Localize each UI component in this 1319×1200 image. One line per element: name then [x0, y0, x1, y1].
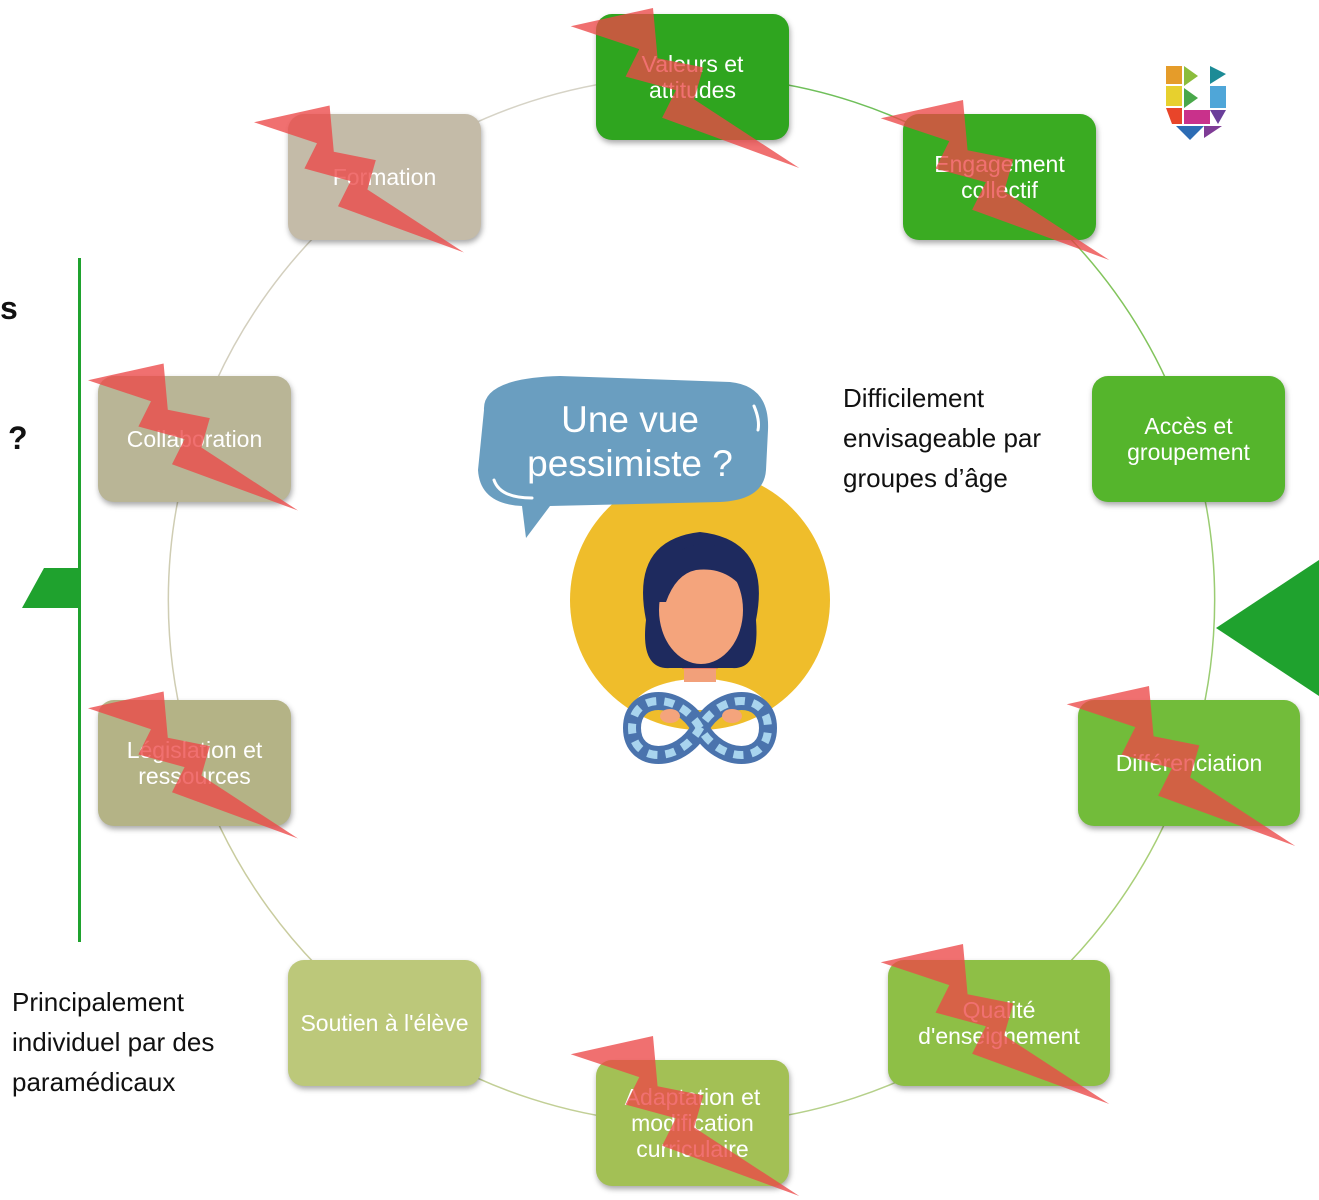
university-logo — [1166, 66, 1226, 140]
avatar-illustration — [478, 376, 830, 764]
node-engagement-collectif: Engagement collectif — [903, 114, 1096, 240]
node-collaboration: Collaboration — [98, 376, 291, 502]
cut-text-fragment: s — [0, 290, 18, 326]
green-arrow-shape — [1216, 559, 1319, 697]
note-acces: Difficilement envisageable par groupes d… — [843, 383, 1042, 493]
node-valeurs-attitudes: Valeurs et attitudes — [596, 14, 789, 140]
green-flag-shape — [22, 568, 80, 608]
node-differenciation: Différenciation — [1078, 700, 1300, 826]
node-acces-groupement: Accès et groupement — [1092, 376, 1285, 502]
node-adaptation-curriculaire: Adaptation et modification curriculaire — [596, 1060, 789, 1186]
node-legislation-ressources: Législation et ressources — [98, 700, 291, 826]
node-formation: Formation — [288, 114, 481, 240]
speech-bubble-text: Une vue pessimiste ? — [527, 399, 733, 484]
cut-text-fragment: ? — [8, 420, 28, 456]
note-soutien: Principalement individuel par des paramé… — [12, 987, 215, 1097]
node-qualite-enseignement: Qualité d'enseignement — [888, 960, 1110, 1086]
node-soutien-eleve: Soutien à l'élève — [288, 960, 481, 1086]
